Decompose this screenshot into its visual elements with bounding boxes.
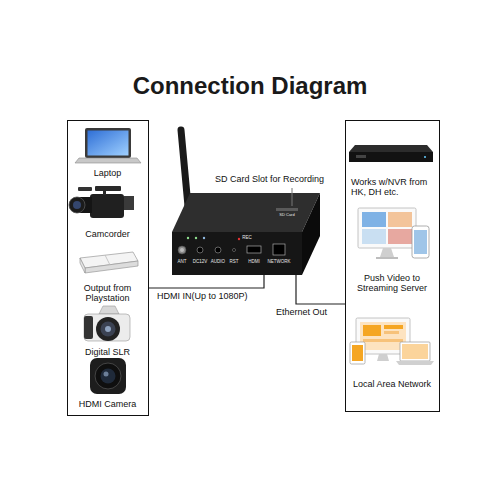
lan-icon [360, 322, 406, 350]
camcorder-icon [73, 201, 81, 209]
connector-group [149, 275, 345, 304]
laptop-icon [75, 128, 141, 163]
console-icon [80, 258, 85, 273]
console-icon [80, 252, 138, 273]
port-label: SD Card [279, 213, 294, 217]
source-label: Laptop [69, 168, 146, 178]
encoder-illustration [172, 193, 320, 232]
port-label: HDMI [248, 260, 260, 265]
hdmi-camera-icon [90, 358, 126, 394]
port-label: RST [230, 260, 239, 265]
port-label: DC12V [193, 260, 208, 265]
dslr-icon [84, 314, 130, 341]
lan-icon [402, 344, 428, 359]
connector-line [296, 275, 345, 304]
hdmi-camera-icon [104, 372, 109, 377]
dslr-icon [96, 317, 120, 341]
leader-line [292, 188, 293, 206]
encoder-illustration [195, 237, 197, 239]
nvr-icon [349, 145, 433, 162]
callout-label: SD Card Slot for Recording [214, 174, 325, 184]
camcorder-icon [69, 186, 134, 218]
port-label: NETWORK [268, 260, 291, 265]
connector-line [149, 275, 264, 288]
camcorder-icon [69, 197, 85, 213]
laptop-icon [88, 131, 129, 156]
dslr-icon [99, 306, 119, 314]
camcorder-icon [78, 187, 92, 191]
destination-label: Push Video to Streaming Server [348, 273, 436, 294]
lan-icon [396, 361, 434, 365]
diagram-title: Connection Diagram [0, 72, 500, 101]
encoder-device: SD CardREC ANT DC12VAUDIO RST HDMI NETWORK [165, 125, 325, 275]
hdmi-camera-icon [90, 358, 126, 394]
encoder-illustration [172, 130, 320, 275]
source-label: Camcorder [69, 229, 146, 239]
destination-label: Local Area Network [348, 379, 436, 389]
hdmi-camera-icon [95, 363, 121, 389]
camcorder-icon [90, 194, 124, 218]
camcorder-icon [95, 186, 121, 191]
leader-line [292, 188, 293, 206]
streaming-icon [412, 226, 429, 258]
encoder-illustration [273, 244, 285, 255]
encoder-illustration [203, 237, 205, 239]
encoder-illustration [187, 237, 189, 239]
nvr-icon [349, 152, 433, 162]
encoder-illustration [233, 249, 236, 252]
nvr-icon [424, 156, 426, 158]
dslr-icon [101, 322, 116, 337]
source-label: Digital SLR [69, 347, 146, 357]
encoder-illustration [197, 247, 203, 253]
encoder-illustration [180, 248, 184, 252]
encoder-illustration [215, 247, 221, 253]
lan-icon [350, 318, 434, 365]
lan-icon [400, 342, 430, 361]
dslr-icon [84, 316, 93, 339]
streaming-icon [376, 257, 398, 259]
laptop-icon [85, 128, 131, 158]
streaming-icon [414, 230, 427, 254]
console-icon [85, 261, 138, 273]
lan-icon [363, 325, 381, 336]
port-label: AUDIO [211, 260, 225, 265]
streaming-icon [388, 229, 412, 244]
source-label: Output from Playstation [69, 283, 146, 304]
encoder-illustration [302, 193, 320, 275]
lan-icon [352, 345, 363, 361]
lan-icon [363, 339, 403, 342]
source-panel: LaptopCamcorderOutput from PlaystationDi… [67, 120, 149, 416]
port-label: ANT [178, 260, 187, 265]
encoder-illustration [178, 246, 186, 254]
laptop-icon [75, 158, 141, 163]
console-icon [105, 255, 110, 265]
lan-icon [384, 331, 399, 334]
dslr-icon [105, 326, 111, 332]
encoder-illustration [276, 208, 298, 211]
port-label: REC [242, 236, 252, 241]
lan-icon [377, 354, 389, 361]
camcorder-icon [124, 196, 134, 210]
nvr-icon [356, 155, 366, 158]
streaming-icon [362, 212, 386, 227]
encoder-illustration [172, 232, 302, 275]
streaming-icon [362, 229, 386, 244]
streaming-icon [358, 208, 429, 259]
lan-icon [384, 325, 403, 329]
hdmi-camera-icon [101, 369, 116, 384]
streaming-icon [380, 248, 394, 257]
connector-label: Ethernet Out [275, 307, 328, 317]
streaming-icon [388, 212, 412, 227]
encoder-illustration [247, 246, 261, 253]
source-label: HDMI Camera [69, 399, 146, 409]
encoder-illustration [238, 238, 240, 240]
connector-label: HDMI IN(Up to 1080P) [156, 291, 249, 301]
lan-icon [350, 342, 365, 364]
camcorder-icon [103, 190, 106, 195]
dslr-icon [84, 306, 130, 341]
nvr-icon [349, 145, 433, 152]
destination-label: Works w/NVR from HK, DH etc. [351, 177, 436, 198]
destination-panel: Works w/NVR from HK, DH etc. Push Video t… [345, 120, 440, 412]
streaming-icon [358, 208, 416, 248]
